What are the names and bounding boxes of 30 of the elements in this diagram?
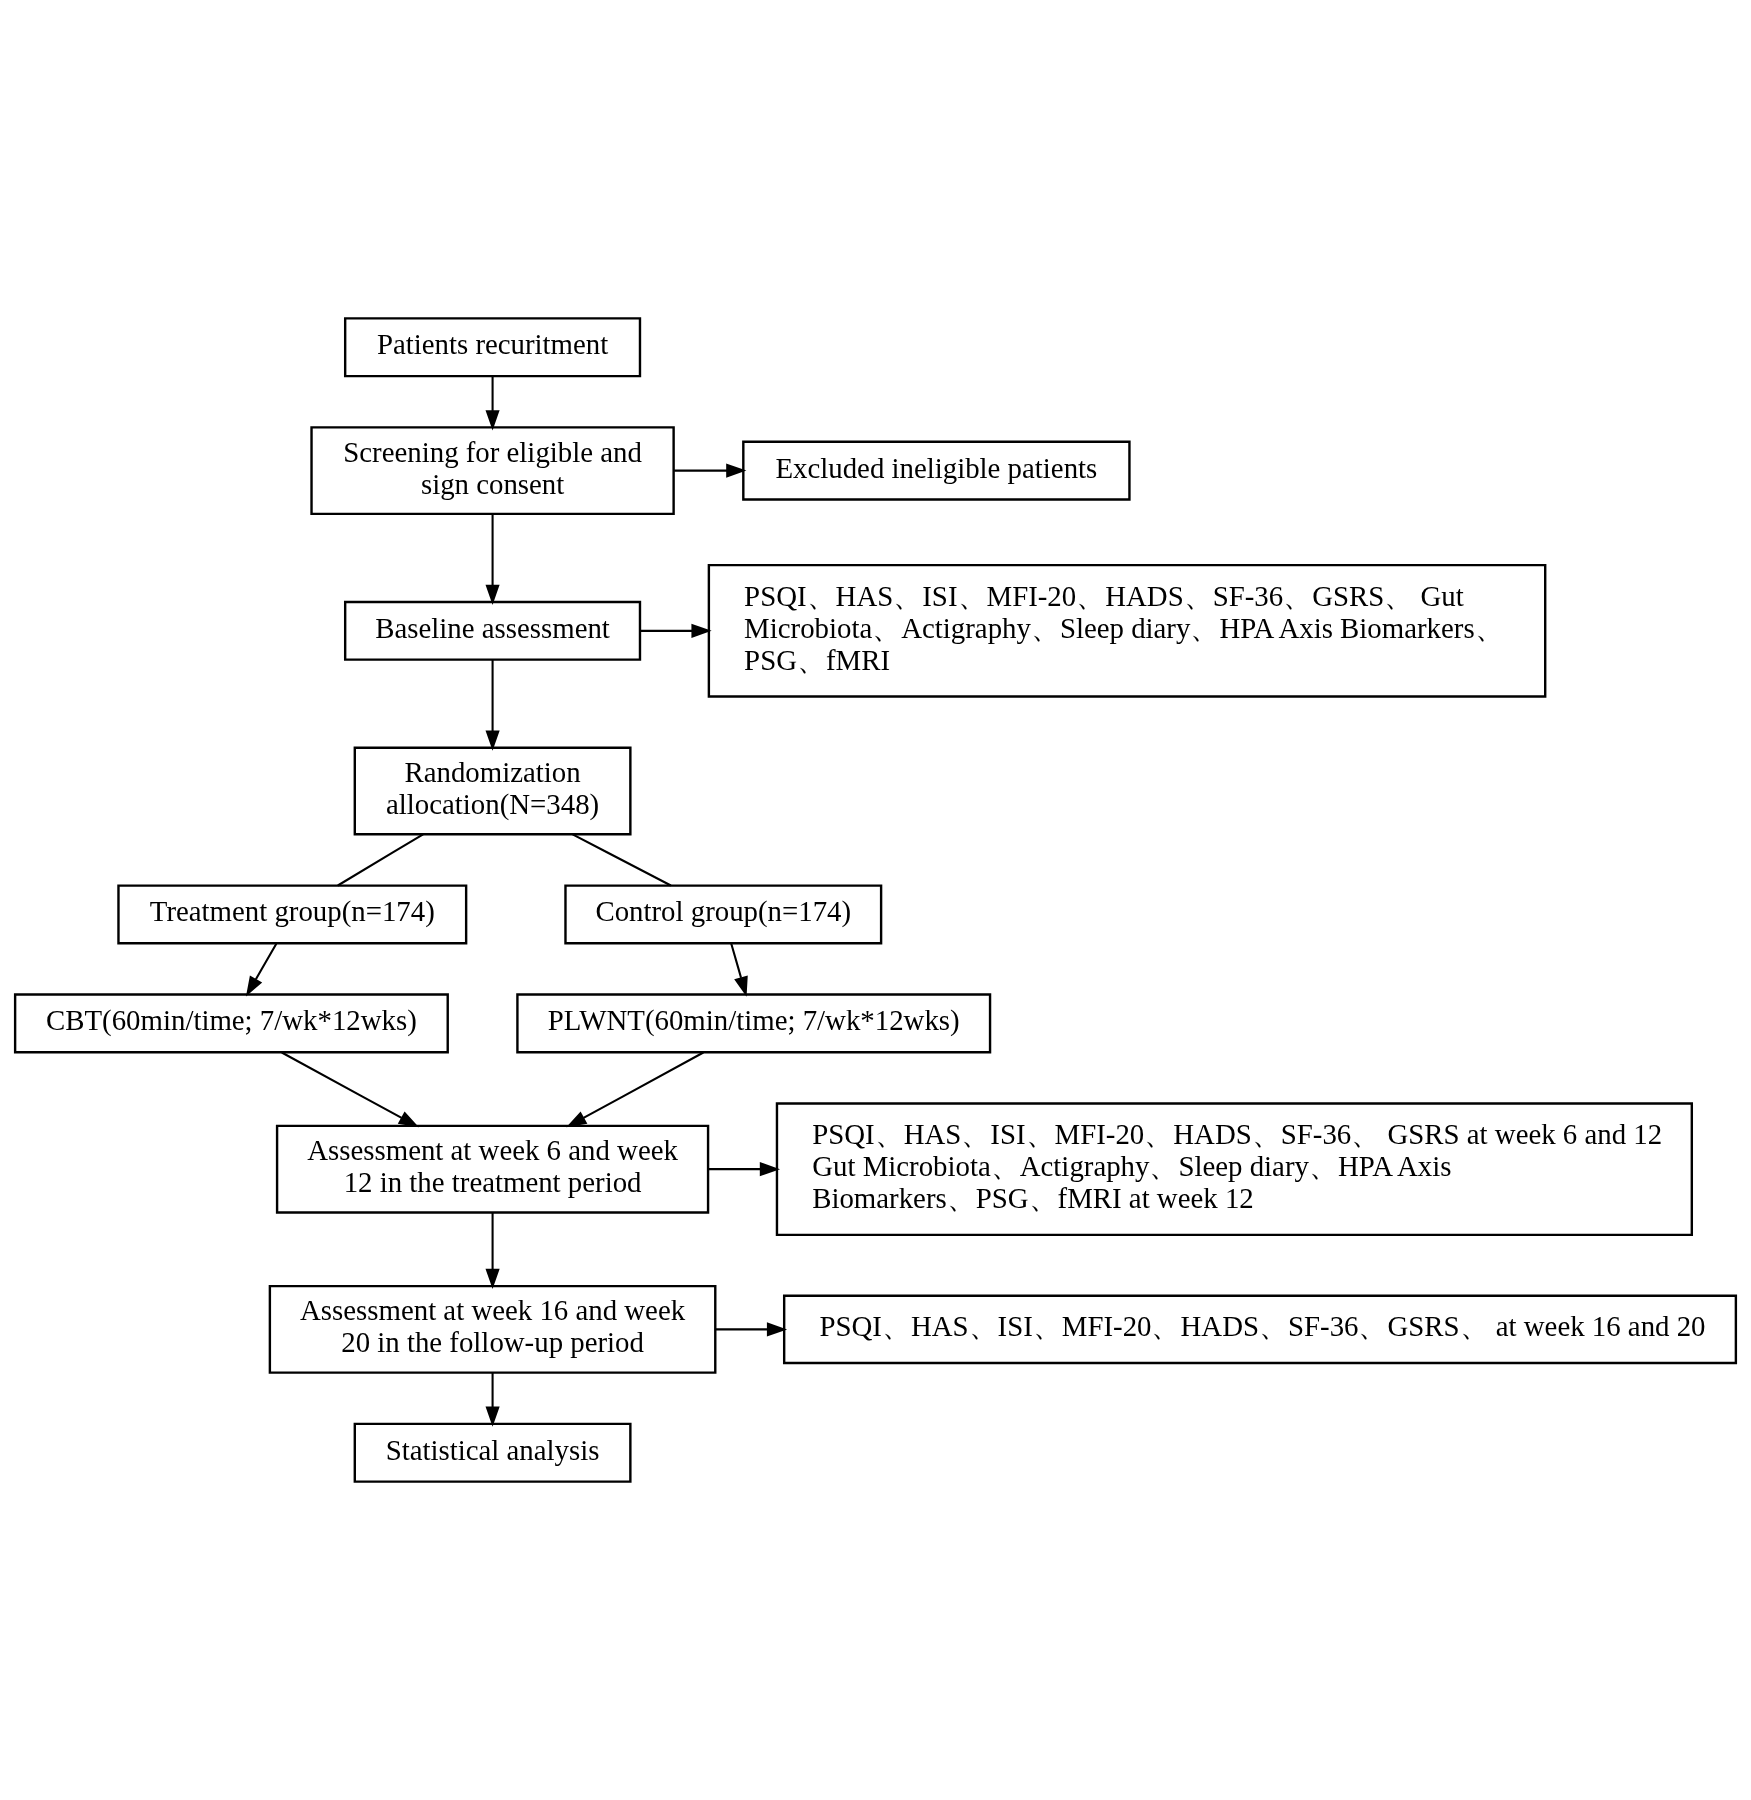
node-box: PLWNT(60min/time; 7/wk*12wks) [516, 993, 992, 1054]
node-box: PSQI、HAS、ISI、MFI-20、HADS、SF-36、 GSRS at week 6 and 12 Gut Microbiota、Actigraphy、Sleep diary、HPA Axis Biomarkers、PSG、fMRI at week 12 [775, 1102, 1693, 1237]
arrow [708, 1162, 780, 1177]
node-box: PSQI、HAS、ISI、MFI-20、HADS、SF-36、GSRS、 at week 16 and 20 [782, 1294, 1738, 1365]
arrow [485, 376, 500, 431]
node-box: PSQI、HAS、ISI、MFI-20、HADS、SF-36、GSRS、 Gut Microbiota、Actigraphy、Sleep diary、HPA Axis Biomarkers、 PSG、fMRI [707, 563, 1547, 698]
arrow [281, 1051, 419, 1128]
arrow [715, 1322, 788, 1337]
arrow [640, 623, 712, 638]
connector [337, 833, 424, 887]
node-box: Screening for eligible and sign consent [310, 426, 675, 516]
arrow [730, 943, 748, 997]
node-box: Patients recuritment [344, 317, 642, 378]
node-box: Treatment group(n=174) [117, 884, 468, 945]
connector [572, 833, 672, 887]
arrow [674, 463, 747, 478]
node-box: Randomization allocation(N=348) [353, 746, 632, 836]
node-box: CBT(60min/time; 7/wk*12wks) [13, 993, 449, 1054]
arrow [485, 513, 500, 605]
arrow [485, 659, 500, 751]
arrow [566, 1051, 704, 1128]
arrow [245, 943, 278, 997]
node-box: Control group(n=174) [564, 884, 883, 945]
node-box: Statistical analysis [353, 1422, 632, 1483]
arrow [485, 1373, 500, 1427]
arrow [485, 1212, 500, 1290]
node-box: Excluded ineligible patients [742, 440, 1131, 501]
node-box: Assessment at week 6 and week 12 in the treatment period [275, 1124, 710, 1214]
node-box: Baseline assessment [344, 600, 642, 661]
node-box: Assessment at week 16 and week 20 in the follow-up period [268, 1284, 717, 1374]
